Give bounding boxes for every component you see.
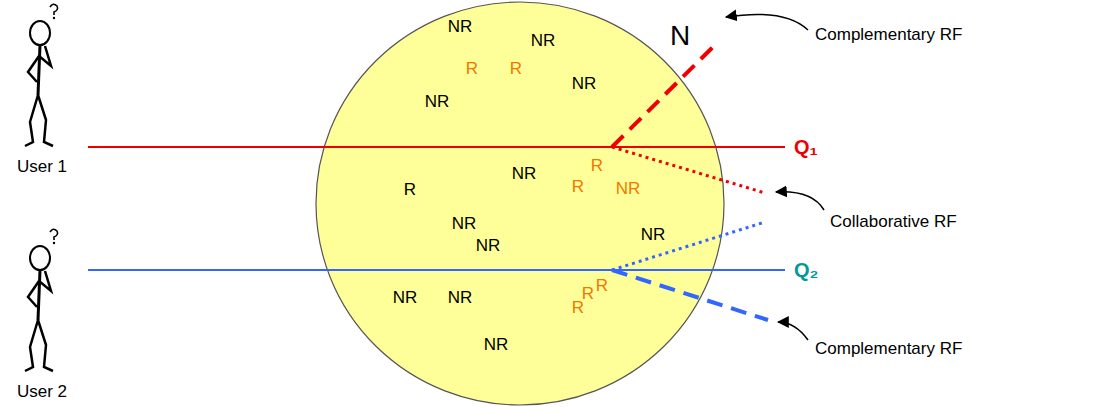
document-mark: NR bbox=[616, 180, 641, 199]
figure-arm bbox=[39, 46, 51, 66]
circle-shape bbox=[316, 2, 724, 405]
question-dot bbox=[53, 242, 55, 244]
leader-arrow bbox=[776, 192, 824, 210]
query-label: Q₂ bbox=[794, 259, 818, 281]
document-mark: R bbox=[591, 157, 603, 176]
collaborative-branch bbox=[612, 222, 765, 270]
document-mark: R bbox=[596, 277, 608, 296]
figure-leg bbox=[38, 320, 53, 371]
document-mark: NR bbox=[476, 237, 501, 256]
complementary-branch bbox=[612, 45, 715, 147]
document-mark: NR bbox=[484, 336, 509, 355]
query-label: Q₁ bbox=[794, 136, 818, 158]
document-mark: R bbox=[404, 181, 416, 200]
figure-arm bbox=[39, 271, 51, 291]
document-mark: R bbox=[572, 178, 584, 197]
document-mark: NR bbox=[425, 93, 450, 112]
question-mark bbox=[50, 229, 58, 240]
document-mark: R bbox=[572, 299, 584, 318]
document-mark: NR bbox=[393, 289, 418, 308]
query-line bbox=[88, 269, 785, 271]
figure-body bbox=[38, 45, 40, 95]
complementary-branch bbox=[612, 270, 768, 320]
feedback-label: Collaborative RF bbox=[830, 213, 957, 232]
document-mark: NR bbox=[452, 215, 477, 234]
stick-figure bbox=[25, 4, 58, 146]
stick-figure bbox=[25, 229, 58, 371]
feedback-label: Complementary RF bbox=[815, 340, 962, 359]
document-mark: NR bbox=[531, 32, 556, 51]
user-label: User 1 bbox=[17, 158, 67, 177]
set-label: N bbox=[670, 21, 690, 52]
figure-head bbox=[30, 21, 50, 45]
figure-leg bbox=[38, 95, 53, 146]
figure-arm bbox=[28, 56, 39, 82]
figure-body bbox=[38, 270, 40, 320]
document-mark: NR bbox=[512, 165, 537, 184]
document-mark: NR bbox=[448, 18, 473, 37]
question-dot bbox=[53, 17, 55, 19]
feedback-label: Complementary RF bbox=[815, 26, 962, 45]
figure-leg bbox=[25, 95, 38, 146]
document-mark: R bbox=[510, 60, 522, 79]
question-mark bbox=[50, 4, 58, 15]
figure-leg bbox=[25, 320, 38, 371]
leader-arrow bbox=[726, 14, 808, 30]
document-mark: NR bbox=[572, 75, 597, 94]
user-label: User 2 bbox=[17, 383, 67, 402]
document-mark: R bbox=[466, 60, 478, 79]
figure-head bbox=[30, 246, 50, 270]
figure-arm bbox=[28, 281, 39, 307]
leader-arrow bbox=[778, 322, 808, 340]
document-mark: NR bbox=[448, 289, 473, 308]
universe-circle: NNRNRRRNRNRRNRRRNRNRNRNRRRNRNRRNR bbox=[315, 1, 725, 406]
query-line bbox=[88, 146, 785, 148]
document-mark: NR bbox=[641, 226, 666, 245]
